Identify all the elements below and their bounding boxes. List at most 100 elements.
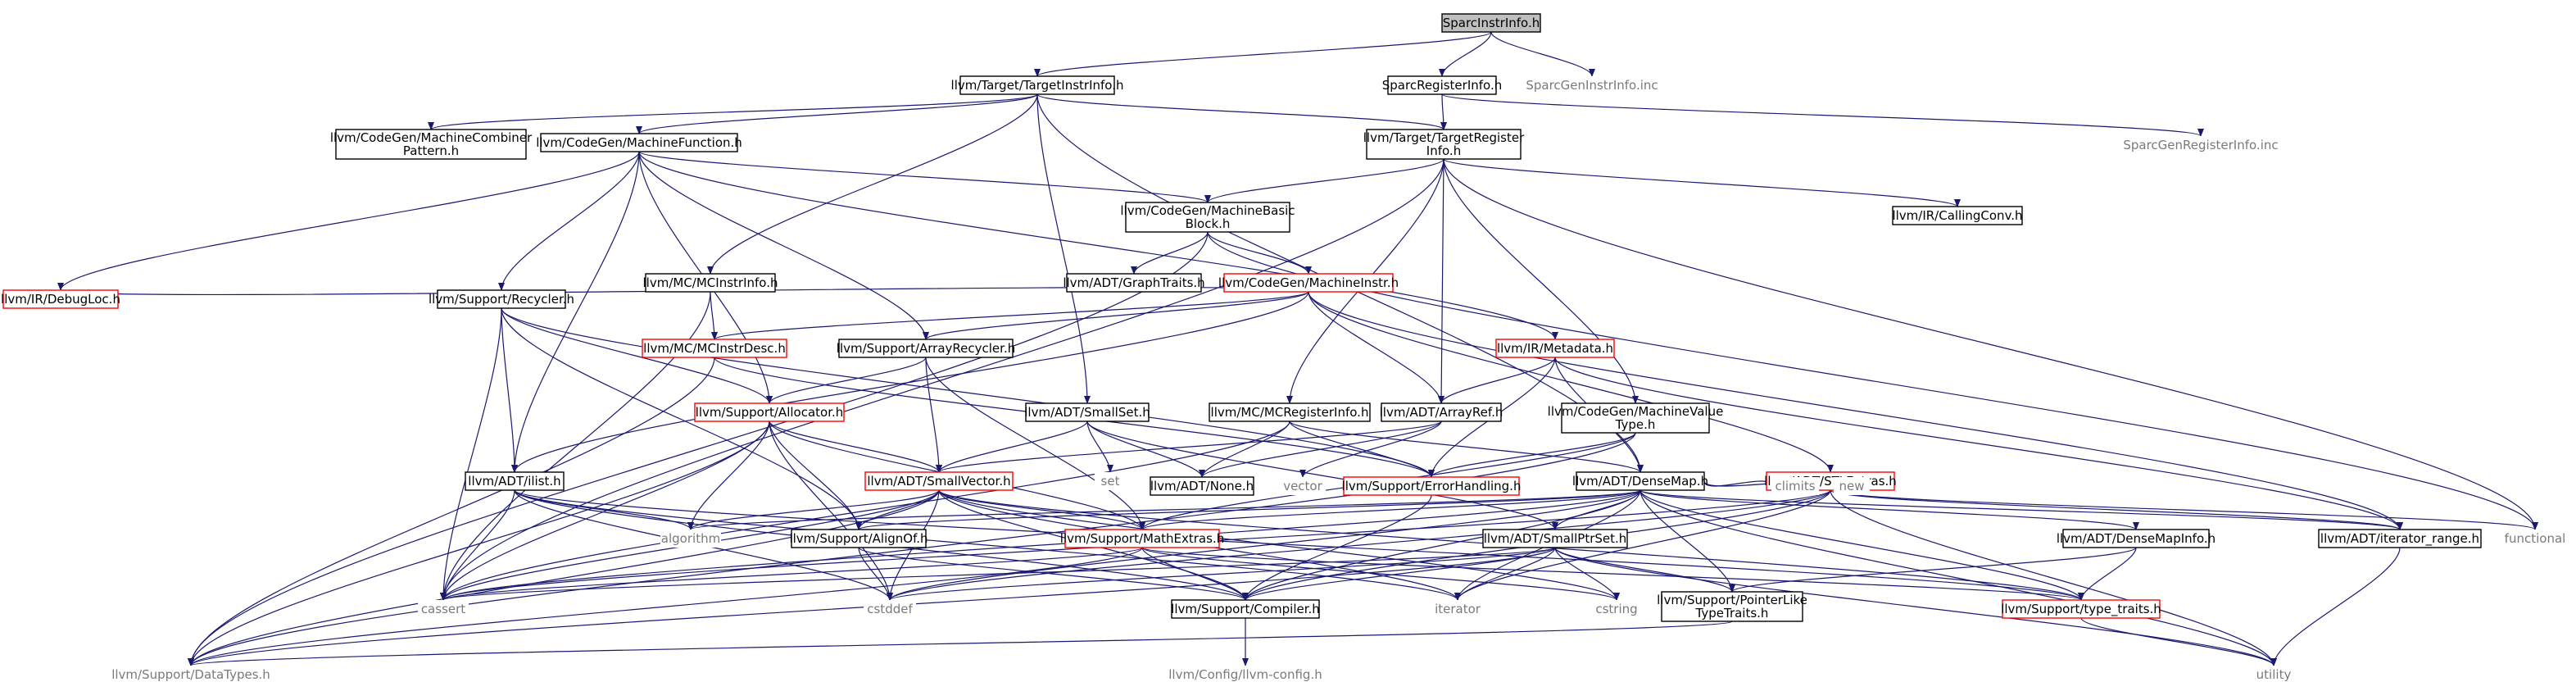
edge-tri-to-cc [1443, 158, 1961, 207]
edge-mf-to-ilist [511, 151, 640, 473]
node-box-mvt [1561, 402, 1710, 434]
edge-dm-to-mathx [1139, 489, 1641, 530]
edge-stle-to-functional [1830, 489, 2538, 530]
node-box-sps [1482, 529, 1628, 548]
edge-mcii-to-cassert [440, 291, 711, 601]
node-box-root [1441, 13, 1541, 33]
node-label-tt: llvm/Support/type_traits.h [2001, 602, 2161, 617]
node-alignof[interactable]: llvm/Support/AlignOf.h [789, 529, 928, 548]
node-box-mcid [642, 339, 787, 358]
edge-mcri-to-eh [1289, 421, 1435, 478]
node-mcid[interactable]: llvm/MC/MCInstrDesc.h [642, 339, 787, 358]
node-box-dl [2, 289, 119, 309]
node-bg-climits [1771, 477, 1819, 495]
node-mcri[interactable]: llvm/MC/MCRegisterInfo.h [1209, 402, 1371, 422]
edges-layer [57, 31, 2538, 666]
edge-mi-to-ar [923, 291, 1309, 340]
node-box-mathx [1064, 529, 1220, 548]
node-label-itr: llvm/ADT/iterator_range.h [2320, 531, 2479, 547]
edge-alloc-to-alignof [769, 421, 862, 530]
edge-stle-to-iterator [1454, 489, 1831, 601]
edge-dmi-to-pltt [1729, 547, 2137, 593]
node-bg-functional [2499, 530, 2571, 548]
edge-stle-to-itr [1830, 489, 2403, 530]
node-new: new [1834, 477, 1870, 495]
edge-tri-to-mbb [1204, 158, 1444, 203]
node-box-dm [1576, 471, 1705, 491]
edge-tt-to-utility [2080, 617, 2277, 666]
node-sri[interactable]: SparcRegisterInfo.h [1382, 75, 1502, 95]
node-label-cfg: llvm/Config/llvm-config.h [1168, 667, 1322, 682]
node-alloc[interactable]: llvm/Support/Allocator.h [694, 402, 845, 422]
edge-root-to-sri [1439, 31, 1492, 77]
edge-aref-to-vector [1299, 421, 1442, 478]
edge-tri-to-mvt [1443, 158, 1639, 404]
node-label-dmi: llvm/ADT/DenseMapInfo.h [2057, 531, 2215, 546]
node-compiler[interactable]: llvm/Support/Compiler.h [1171, 599, 1320, 619]
node-bg-sgii [1526, 76, 1658, 94]
node-label-compiler: llvm/Support/Compiler.h [1171, 602, 1320, 616]
node-none[interactable]: llvm/ADT/None.h [1150, 476, 1254, 496]
node-dm[interactable]: llvm/ADT/DenseMap.h [1572, 471, 1708, 491]
edge-dm-to-cassert [440, 489, 1641, 601]
node-tt[interactable]: llvm/Support/type_traits.h [2001, 599, 2161, 619]
node-aref[interactable]: llvm/ADT/ArrayRef.h [1380, 402, 1503, 422]
node-box-mf [540, 133, 738, 152]
node-ilist[interactable]: llvm/ADT/ilist.h [465, 471, 565, 491]
edge-tii-to-mcii [707, 93, 1038, 275]
node-sv[interactable]: llvm/ADT/SmallVector.h [864, 471, 1014, 491]
node-dmi[interactable]: llvm/ADT/DenseMapInfo.h [2057, 529, 2215, 548]
node-box-ilist [465, 471, 565, 491]
node-label-utility: utility [2256, 667, 2292, 682]
edge-mcid-to-dt [188, 357, 715, 666]
node-label-sri: SparcRegisterInfo.h [1382, 78, 1502, 93]
node-sps[interactable]: llvm/ADT/SmallPtrSet.h [1482, 529, 1628, 548]
node-dl[interactable]: llvm/IR/DebugLoc.h [1, 289, 120, 309]
node-mathx[interactable]: llvm/Support/MathExtras.h [1060, 529, 1224, 548]
node-label-mvt: llvm/CodeGen/MachineValue [1548, 404, 1724, 419]
node-box-mi [1223, 273, 1394, 293]
node-mi[interactable]: llvm/CodeGen/MachineInstr.h [1218, 273, 1399, 293]
node-label-gt: llvm/ADT/GraphTraits.h [1063, 275, 1204, 290]
node-tii[interactable]: llvm/Target/TargetInstrInfo.h [951, 75, 1124, 95]
node-itr[interactable]: llvm/ADT/iterator_range.h [2318, 529, 2482, 548]
node-gt[interactable]: llvm/ADT/GraphTraits.h [1063, 273, 1205, 293]
edge-sri-to-sgri [1441, 93, 2204, 137]
node-cstddef: cstddef [864, 600, 916, 618]
edge-dm-to-tt [1639, 489, 2084, 601]
edge-mcii-to-mcid [710, 291, 718, 340]
edge-ilist-to-iterator [514, 489, 1461, 601]
edge-ss-to-sv [936, 421, 1088, 473]
node-bg-cstring [1593, 600, 1640, 618]
node-mcii[interactable]: llvm/MC/MCInstrInfo.h [643, 273, 778, 293]
node-eh[interactable]: llvm/Support/ErrorHandling.h [1342, 476, 1522, 496]
node-ar[interactable]: llvm/Support/ArrayRecycler.h [837, 339, 1015, 358]
node-md[interactable]: llvm/IR/Metadata.h [1495, 339, 1615, 358]
edge-sps-to-cstddef [887, 547, 1556, 601]
node-ss[interactable]: llvm/ADT/SmallSet.h [1024, 402, 1150, 422]
node-label-sv: llvm/ADT/SmallVector.h [867, 474, 1010, 489]
node-box-compiler [1171, 599, 1320, 619]
node-sgri: SparcGenRegisterInfo.inc [2123, 136, 2279, 154]
node-label-mcp: llvm/CodeGen/MachineCombiner [330, 130, 533, 145]
node-rec[interactable]: llvm/Support/Recycler.h [429, 289, 574, 309]
node-label-vector: vector [1283, 479, 1322, 493]
edge-alloc-to-sv [769, 421, 942, 473]
node-label-ilist: llvm/ADT/ilist.h [468, 474, 560, 489]
node-mf[interactable]: llvm/CodeGen/MachineFunction.h [536, 133, 742, 152]
edge-ilist-to-tt [514, 489, 2084, 601]
node-bg-cfg [1172, 666, 1319, 684]
node-label-sgri: SparcGenRegisterInfo.inc [2123, 138, 2278, 152]
edge-tii-to-tri [1036, 93, 1447, 130]
node-label-dl: llvm/IR/DebugLoc.h [1, 292, 120, 307]
node-cc[interactable]: llvm/IR/CallingConv.h [1892, 206, 2023, 225]
node-box-none [1150, 476, 1254, 496]
node-box-mcp [335, 129, 527, 160]
node-label-tri: Info.h [1426, 143, 1461, 158]
node-label-mathx: llvm/Support/MathExtras.h [1060, 531, 1224, 546]
